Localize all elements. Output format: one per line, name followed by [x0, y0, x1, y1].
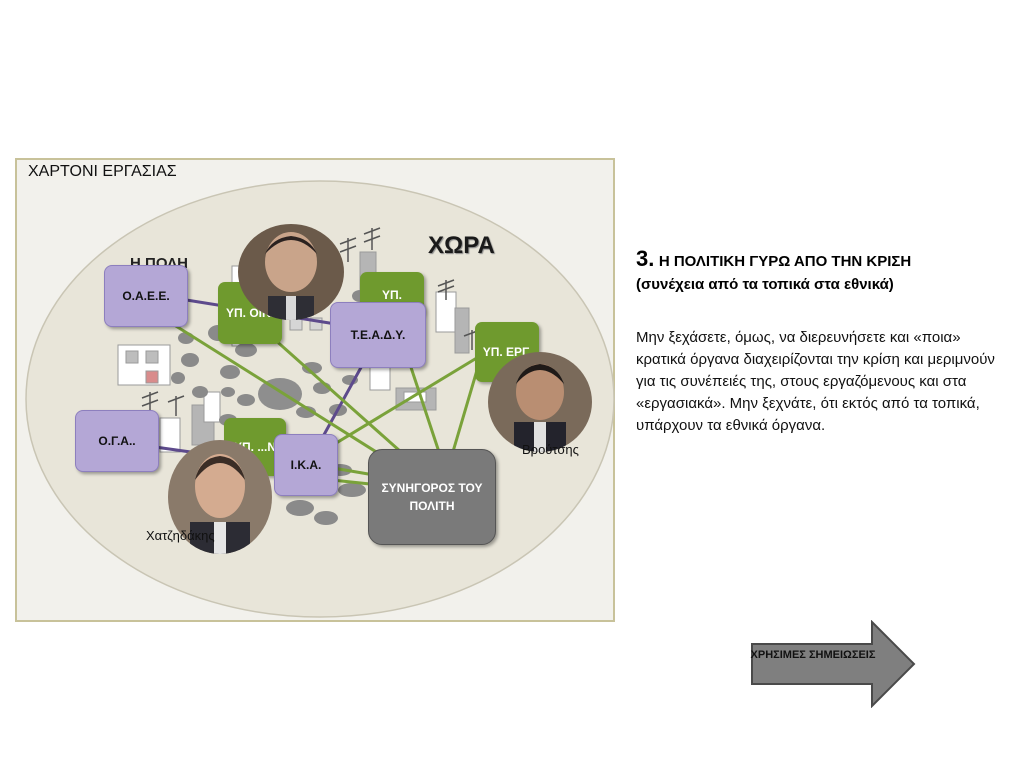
useful-notes-label: ΧΡΗΣΙΜΕΣ ΣΗΜΕΙΩΣΕΙΣ [750, 649, 876, 661]
person-portrait-icon [168, 440, 272, 554]
useful-notes-button[interactable]: ΧΡΗΣΙΜΕΣ ΣΗΜΕΙΩΣΕΙΣ [750, 619, 916, 709]
link-oaee-ombudsman [159, 314, 406, 472]
minister-right-portrait [488, 352, 592, 452]
caption-right: Βρούτσης [522, 442, 579, 457]
link-teady-ika [318, 361, 366, 443]
link-yperg-ika [327, 354, 481, 450]
person-portrait-icon [488, 352, 592, 452]
antennas [141, 227, 481, 416]
minister-left-portrait [168, 440, 272, 554]
node-oga[interactable]: Ο.Γ.Α.. [75, 410, 159, 472]
panel-title: ΧΑΡΤΟΝΙ ΕΡΓΑΣΙΑΣ [28, 163, 177, 180]
node-oaee[interactable]: Ο.Α.Ε.Ε. [104, 265, 188, 327]
node-teady[interactable]: Τ.Ε.Α.Δ.Υ. [330, 302, 426, 368]
node-ombudsman[interactable]: ΣΥΝΗΓΟΡΟΣ ΤΟΥ ΠΟΛΙΤΗ [368, 449, 496, 545]
slide-title: Η ΠΟΛΙΤΙΚΗ ΓΥΡΩ ΑΠΟ ΤΗΝ ΚΡΙΣΗ [658, 253, 912, 270]
person-portrait-icon [238, 224, 344, 320]
slide-body-text: Μην ξεχάσετε, όμως, να διερευνήσετε και … [636, 329, 995, 434]
link-ika-ombudsman [331, 478, 371, 486]
slide-subtitle: (συνέχεια από τα τοπικά στα εθνικά) [636, 276, 894, 293]
slide-number: 3. [636, 246, 655, 271]
country-label: ΧΩΡΑ [428, 232, 495, 259]
caption-left: Χατζηδάκης [146, 528, 215, 543]
node-ika[interactable]: Ι.Κ.Α. [274, 434, 338, 496]
minister-top-portrait [238, 224, 344, 320]
link-ypoik-ombudsman [263, 328, 411, 462]
slide-heading: 3. Η ΠΟΛΙΤΙΚΗ ΓΥΡΩ ΑΠΟ ΤΗΝ ΚΡΙΣΗ (συνέχε… [636, 246, 996, 293]
arrow-right-icon [751, 619, 916, 709]
